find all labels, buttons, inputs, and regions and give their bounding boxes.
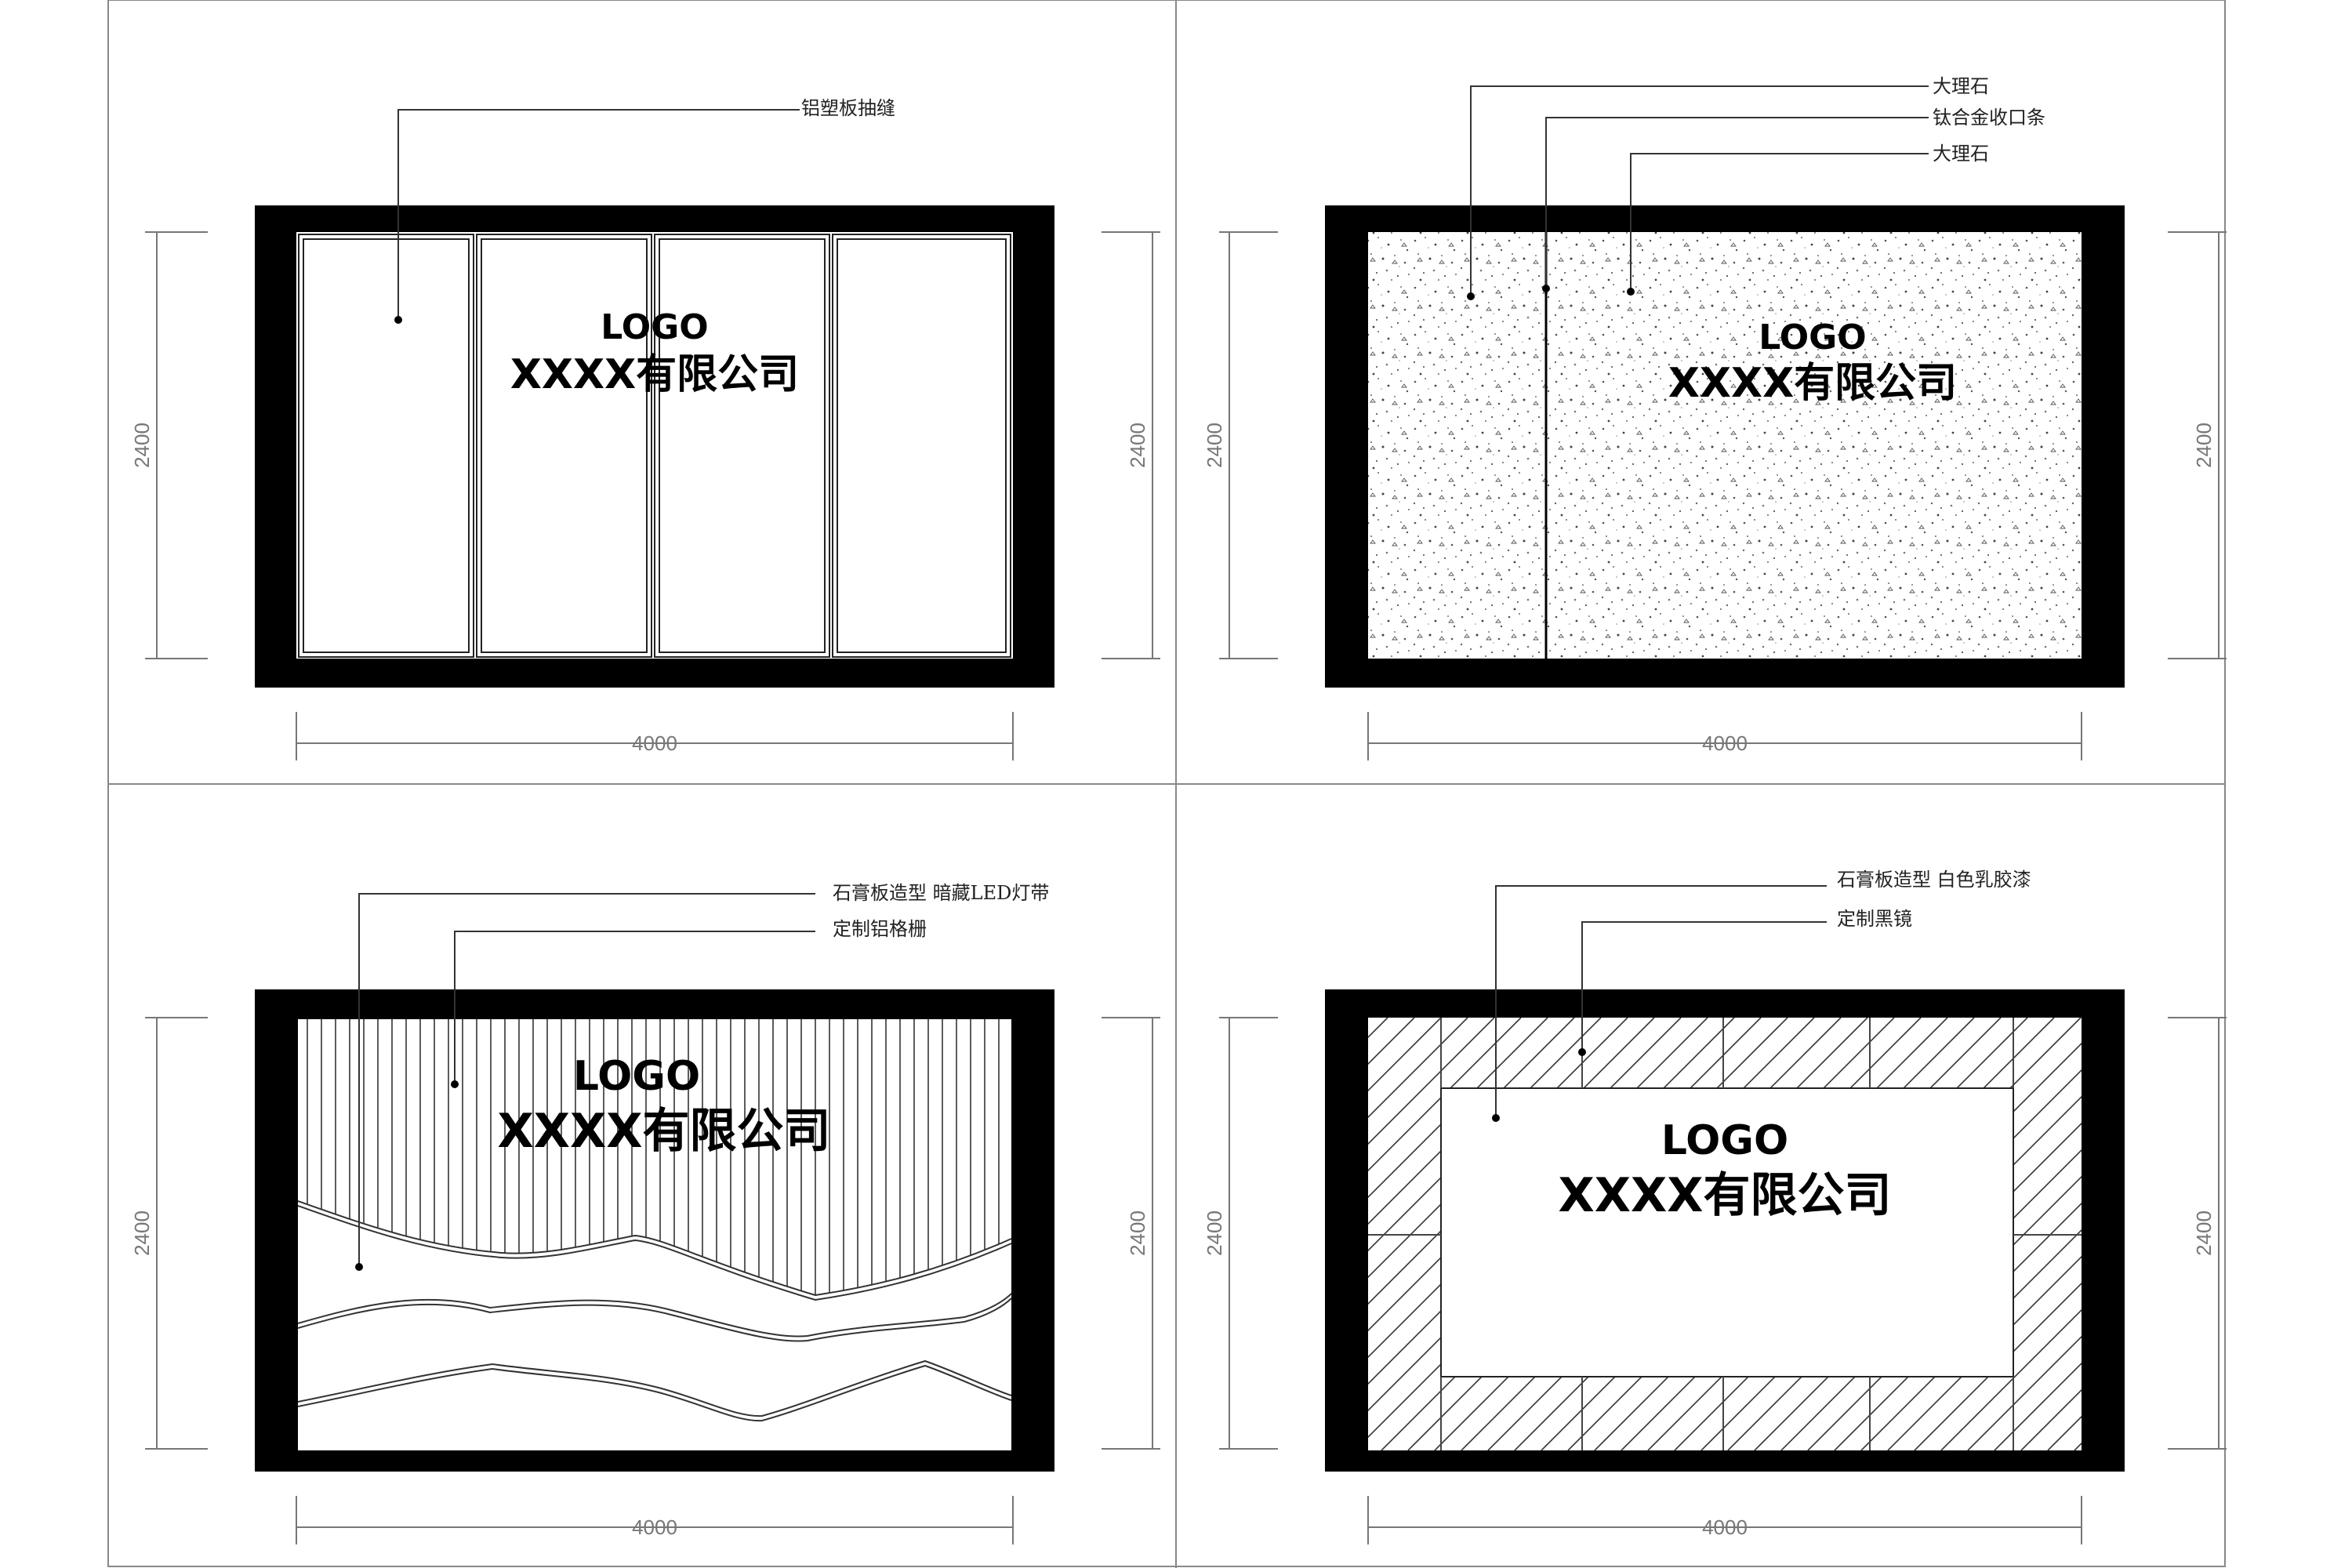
callout-label: 定制铝格栅 <box>833 918 927 940</box>
callout-leader <box>397 109 800 320</box>
dim-height-left: 2400 <box>1203 1210 1226 1256</box>
callout-leaders <box>1495 885 1827 1118</box>
dim-height-right: 2400 <box>1126 423 1149 468</box>
panel-marble: LOGO XXXX有限公司 大理石 钛合金收口条 大理石 2400 2400 4… <box>1203 75 2227 760</box>
company-name: XXXX有限公司 <box>510 351 799 398</box>
callout-dot <box>394 316 402 324</box>
dim-width: 4000 <box>632 731 677 755</box>
mirror-hatch-line <box>1368 1018 1495 1145</box>
company-name: XXXX有限公司 <box>1558 1168 1891 1223</box>
panel-grille: LOGO XXXX有限公司 石膏板造型 暗藏LED灯带 定制铝格栅 2400 2… <box>130 882 1160 1544</box>
callout-dot <box>1492 1114 1500 1122</box>
company-name: XXXX有限公司 <box>497 1104 830 1159</box>
callout-dot <box>1578 1048 1586 1056</box>
dim-width: 4000 <box>632 1515 677 1539</box>
logo-text: LOGO <box>601 307 708 347</box>
dim-height-left: 2400 <box>130 423 154 468</box>
grille-slats <box>298 1019 1011 1450</box>
mirror-hatch-line <box>1368 1018 1468 1119</box>
center-plaster-panel <box>1440 1087 2014 1377</box>
mirror-hatch-line <box>1887 1255 2082 1450</box>
mirror-hatch-line <box>1967 1335 2082 1450</box>
callout-leaders <box>1470 85 1929 296</box>
dim-height-left: 2400 <box>130 1210 154 1256</box>
logo-text: LOGO <box>1661 1117 1788 1164</box>
mirror-hatch <box>1368 1018 2352 1450</box>
dim-height-left: 2400 <box>1203 423 1226 468</box>
logo-text: LOGO <box>573 1053 700 1100</box>
panel-mirror: LOGO XXXX有限公司 石膏板造型 白色乳胶漆 定制黑镜 2400 2400… <box>1203 869 2352 1544</box>
callout-dot <box>355 1263 363 1271</box>
panel-face <box>1368 232 2082 659</box>
dimension-lines <box>1219 1017 2227 1544</box>
callout-label: 石膏板造型 白色乳胶漆 <box>1837 869 2031 891</box>
callout-dot <box>1467 292 1475 300</box>
callout-dot <box>1542 285 1550 292</box>
panel-seams <box>298 234 1011 658</box>
dimension-lines <box>1219 231 2227 760</box>
logo-text: LOGO <box>1759 318 1866 358</box>
callout-dot <box>1627 288 1635 296</box>
dimension-lines <box>145 1017 1160 1544</box>
callout-label: 铝塑板抽缝 <box>801 97 895 119</box>
callout-label: 大理石 <box>1933 75 1989 97</box>
callout-label: 石膏板造型 暗藏LED灯带 <box>833 882 1049 904</box>
callout-dot <box>451 1080 459 1088</box>
callout-label: 钛合金收口条 <box>1933 107 2045 129</box>
dim-width: 4000 <box>1702 1515 1748 1539</box>
dim-height-right: 2400 <box>1126 1210 1149 1256</box>
callout-label: 大理石 <box>1933 143 1989 165</box>
dim-height-right: 2400 <box>2192 423 2216 468</box>
sheet-grid <box>107 0 2226 1568</box>
dimension-lines <box>145 231 1160 760</box>
mirror-hatch-line <box>1368 1018 1442 1092</box>
callout-leaders <box>358 893 815 1267</box>
plaster-wave-lines <box>297 1200 1012 1422</box>
mirror-hatch-line <box>2101 1018 2352 1450</box>
panel-aluminum: LOGO XXXX有限公司 铝塑板抽缝 2400 2400 4000 <box>130 97 1160 760</box>
company-name: XXXX有限公司 <box>1668 360 1957 407</box>
dim-width: 4000 <box>1702 731 1748 755</box>
wave-mask <box>298 1201 1011 1450</box>
mirror-hatch-line <box>1914 1282 2082 1450</box>
mirror-hatch-line <box>2128 1018 2352 1450</box>
dim-height-right: 2400 <box>2192 1210 2216 1256</box>
callout-label: 定制黑镜 <box>1837 908 1912 930</box>
mirror-hatch-line <box>1994 1362 2082 1450</box>
